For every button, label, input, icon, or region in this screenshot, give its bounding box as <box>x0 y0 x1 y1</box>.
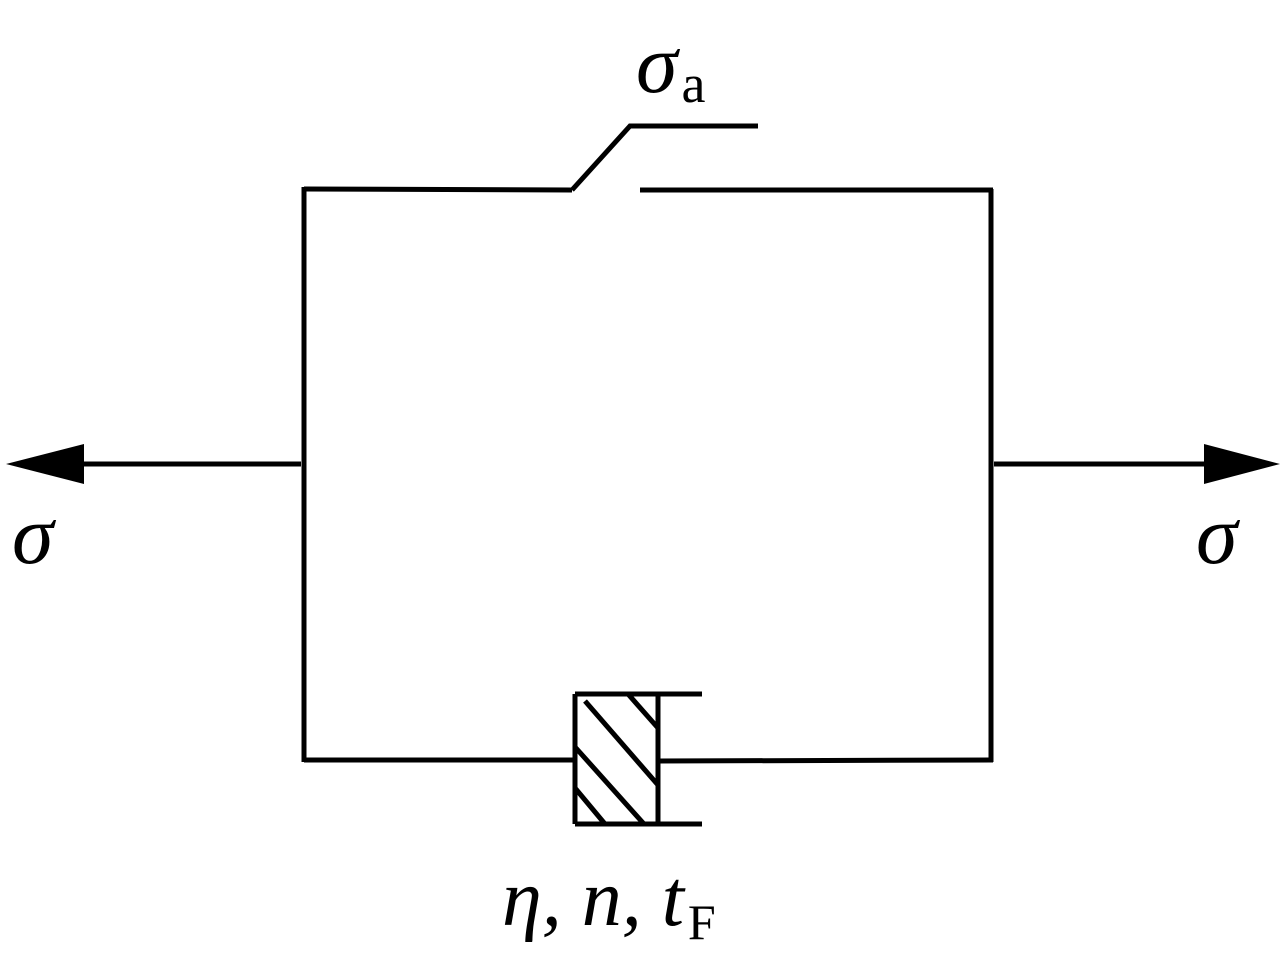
sigma-left-label: σ <box>12 489 57 582</box>
switch-lever <box>570 123 758 192</box>
dashpot <box>572 691 702 827</box>
dashpot-params-label: η, n, tF <box>502 855 716 950</box>
switch-label: σa <box>636 18 705 114</box>
right-arrowhead <box>1204 444 1280 484</box>
bottom-right-wire <box>657 757 994 764</box>
left-arrowhead <box>6 444 84 484</box>
top-left-wire <box>303 186 573 193</box>
sigma-right-label: σ <box>1196 489 1241 582</box>
